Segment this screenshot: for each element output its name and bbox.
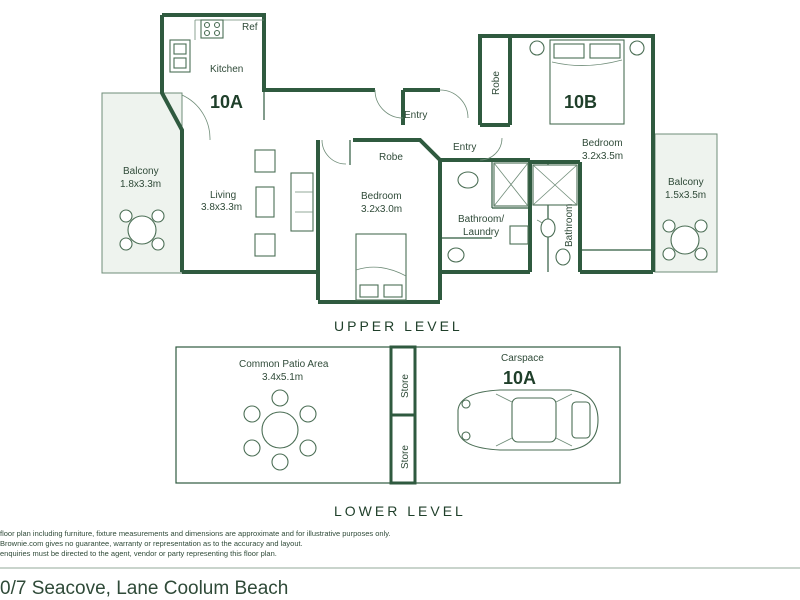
- bath-laundry-line1: Bathroom/: [458, 214, 504, 225]
- store-label-1: Store: [400, 374, 411, 398]
- bed-mid-icon: [355, 233, 407, 301]
- living-name: Living: [210, 190, 236, 201]
- store-label-2: Store: [400, 445, 411, 469]
- robe-label-1: Robe: [379, 152, 403, 163]
- toilet-icon: [447, 247, 465, 263]
- upper-level-title: UPPER LEVEL: [334, 318, 463, 334]
- patio-size: 3.4x5.1m: [262, 372, 303, 383]
- balcony-right-size: 1.5x3.5m: [665, 190, 706, 201]
- entry-label-1: Entry: [404, 110, 427, 121]
- disclaimer-line-2: Brownie.com gives no guarantee, warranty…: [0, 539, 303, 548]
- bedroom-right-name: Bedroom: [582, 138, 623, 149]
- carspace-unit: 10A: [503, 368, 536, 388]
- cooktop-icon: [200, 19, 224, 39]
- disclaimer-line-3: enquiries must be directed to the agent,…: [0, 549, 277, 558]
- car-icon: [457, 389, 599, 451]
- robe-label-2: Robe: [491, 71, 502, 95]
- lower-level-outline: [175, 345, 621, 485]
- basin-icon: [457, 171, 479, 189]
- bath-laundry-line2: Laundry: [463, 227, 499, 238]
- patio-table-icon: [243, 389, 317, 471]
- kitchen-label: Kitchen: [210, 64, 243, 75]
- balcony-left-size: 1.8x3.3m: [120, 179, 161, 190]
- bedroom-mid-size: 3.2x3.0m: [361, 204, 402, 215]
- lower-level-title: LOWER LEVEL: [334, 503, 466, 519]
- living-furniture: [254, 149, 314, 257]
- patio-name: Common Patio Area: [239, 359, 329, 370]
- bedroom-mid-name: Bedroom: [361, 191, 402, 202]
- bath-laundry-fixtures: [447, 162, 529, 263]
- living-size: 3.8x3.3m: [201, 202, 242, 213]
- sofa-icon: [290, 172, 314, 232]
- bedroom-right-size: 3.2x3.5m: [582, 151, 623, 162]
- disclaimer-line-1: floor plan including furniture, fixture …: [0, 529, 390, 538]
- ref-label: Ref: [242, 22, 258, 33]
- bath-10b-fixtures: [532, 164, 578, 266]
- balcony-right-name: Balcony: [668, 177, 704, 188]
- armchair-icon: [254, 233, 276, 257]
- unit-10b-walls: [478, 34, 655, 274]
- unit-10b-label: 10B: [564, 92, 597, 112]
- bedside-lamp-icon: [529, 40, 545, 56]
- bed-10b-icon: [529, 39, 645, 125]
- toilet-icon: [555, 248, 571, 266]
- entry-label-2: Entry: [453, 142, 476, 153]
- property-address: 0/7 Seacove, Lane Coolum Beach: [0, 578, 288, 599]
- unit-10a-walls: [160, 13, 532, 304]
- bedside-lamp-icon: [629, 40, 645, 56]
- balcony-left-table-icon: [119, 209, 165, 251]
- balcony-right-table-icon: [662, 219, 708, 261]
- coffee-table-icon: [255, 186, 275, 218]
- bathroom-10b-label: Bathroom: [564, 204, 575, 247]
- laundry-tub-icon: [509, 225, 529, 245]
- carspace-name: Carspace: [501, 353, 544, 364]
- balcony-left-name: Balcony: [123, 166, 159, 177]
- kitchen-fixtures: [169, 19, 224, 73]
- armchair-icon: [254, 149, 276, 173]
- basin-icon: [540, 218, 556, 238]
- unit-10a-label: 10A: [210, 92, 243, 112]
